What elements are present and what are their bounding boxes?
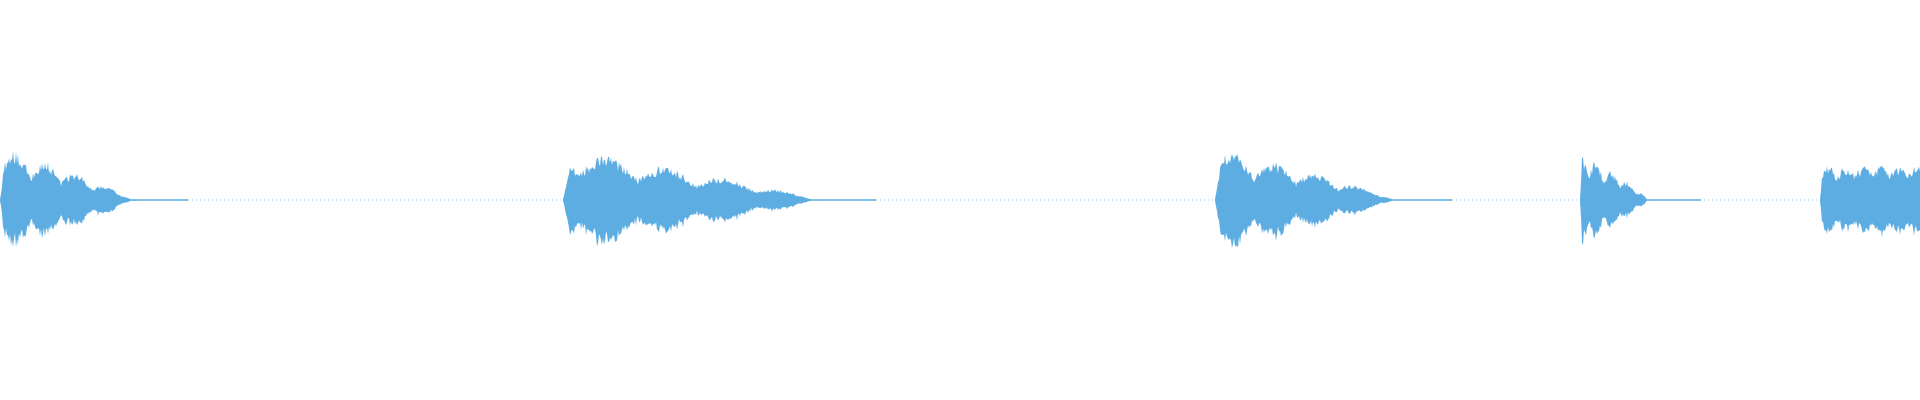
waveform-burst-3	[1215, 153, 1452, 248]
waveform-burst-5	[1820, 165, 1920, 238]
waveform-envelope	[0, 150, 138, 248]
waveform-envelope	[1215, 153, 1402, 248]
waveform-envelope	[563, 156, 826, 247]
waveform-envelope	[1820, 165, 1920, 238]
waveform-burst-4	[1580, 157, 1701, 245]
waveform-burst-1	[0, 150, 188, 248]
waveform-envelope	[1580, 157, 1651, 245]
waveform-burst-2	[563, 156, 876, 247]
